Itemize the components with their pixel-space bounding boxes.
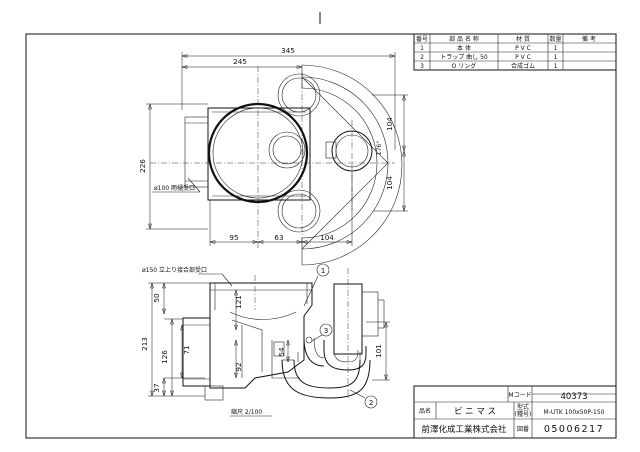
col-qty-header: 数量 [549,35,561,43]
row2-name: トラップ 曲し 50 [440,53,488,61]
dim-104-lower: 104 [385,176,394,190]
m-code-value: 40373 [560,392,587,402]
dim-245: 245 [233,57,247,66]
drawing-border [25,33,617,439]
dim-50: 50 [152,293,161,303]
product-name-value: ビ ニ マ ス [454,407,496,417]
dim-95: 95 [229,233,238,242]
col-material-header: 材 質 [516,35,530,43]
dim-345: 345 [281,46,295,55]
row1-material: P V C [515,45,531,52]
balloon-3: 3 [324,326,329,335]
dim-63: 63 [274,233,283,242]
dim-126: 126 [160,350,169,364]
balloon-1: 1 [321,266,326,275]
balloon-2: 2 [369,398,374,407]
dim-angle: 176° [376,141,383,155]
m-code-label: Mコード [508,392,531,399]
title-block: Mコード 40373 品名 ビ ニ マ ス 型式 (種号) M-UTK 100x… [413,385,617,439]
company-name: 前澤化成工業株式会社 [421,424,507,435]
label-inlet: ø100 雨樋受口 [154,184,195,192]
plan-view: 345 245 226 95 63 104 104 104 176° ø100 … [138,46,408,266]
dim-92: 92 [234,362,243,371]
dim-121: 121 [234,295,243,309]
row3-no: 3 [420,63,424,70]
drawing-no-value: 05006217 [544,424,604,435]
product-name-label: 品名 [419,407,431,415]
row2-no: 2 [420,54,424,61]
label-top-socket: ø150 立上り接合部受口 [142,266,207,274]
model-label-1: 型式 [517,403,529,411]
row1-name: 本 体 [457,44,471,52]
row3-qty: 1 [554,63,558,70]
row1-no: 1 [420,45,424,52]
drawing-no-label: 図番 [517,426,529,433]
dim-226: 226 [138,159,147,173]
dim-104-upper: 104 [385,117,394,131]
dim-37: 37 [152,383,161,392]
section-view: ø150 立上り接合部受口 213 50 126 37 71 121 92 54 [140,263,390,409]
dim-213: 213 [140,337,149,351]
dim-54: 54 [277,347,286,357]
row1-qty: 1 [554,45,558,52]
row3-material: 合成ゴム [511,62,535,70]
parts-table: 番号 部 品 名 称 材 質 数量 備 考 1 本 体 P V C 1 2 トラ… [413,33,617,71]
dim-104-bottom: 104 [320,233,334,242]
dim-101: 101 [374,344,383,358]
col-no-header: 番号 [416,36,428,43]
col-name-header: 部 品 名 称 [449,35,479,43]
model-value: M-UTK 100x50P-150 [544,409,605,416]
row2-material: P V C [515,54,531,61]
col-remarks-header: 備 考 [582,35,596,43]
row2-qty: 1 [554,54,558,61]
row3-name: O リング [452,62,477,70]
model-label-2: (種号) [515,410,532,418]
scale-note: 縮尺 2/100 [231,408,262,416]
dim-71: 71 [182,345,191,354]
